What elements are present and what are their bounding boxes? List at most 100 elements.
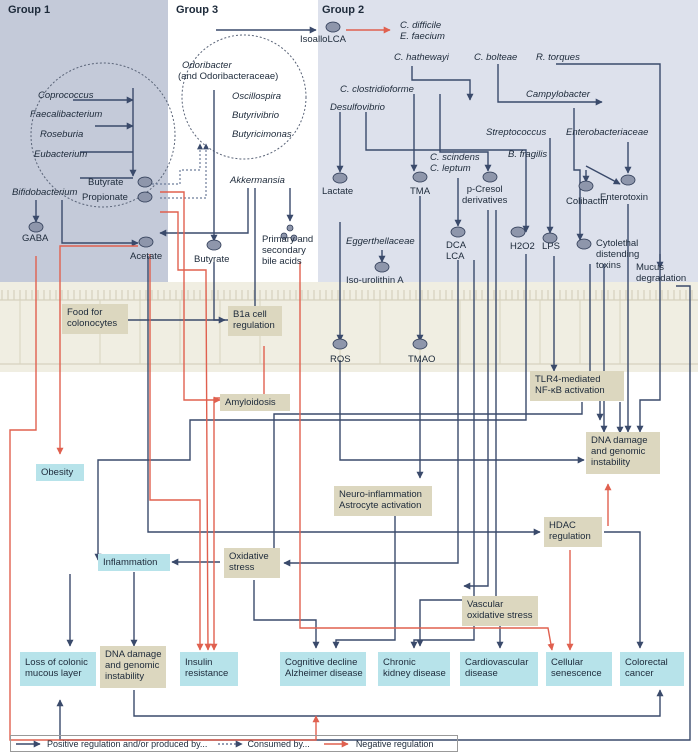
node-lps [542,232,558,244]
group2-label: Group 2 [322,4,365,16]
arrow-akk-acetate [159,188,249,237]
metabolite-butyrate-g1: Butyrate [88,177,124,188]
legend-positive: Positive regulation and/or produced by..… [47,738,208,749]
box-dna-damage-right: DNA damage and genomic instability [586,432,660,474]
taxon-odoribacteraceae: (and Odoribacteraceae) [178,71,279,82]
arrow-mucus-loss [56,285,691,741]
box-dna-damage: DNA damage and genomic instability [100,646,166,688]
arrow-bfragilis-entero [585,165,621,185]
box-chronic-kidney: Chronic kidney disease [378,652,450,686]
taxon-odoribacter: Odoribacter [182,60,232,71]
node-butyrate-g3 [206,239,222,251]
arrow-pcresol-ckd [416,210,497,647]
arrow-acetate-obesity [56,245,138,455]
metabolite-h2o2: H2O2 [510,241,535,252]
group1-background [0,0,168,292]
legend-negative: Negative regulation [355,738,434,749]
box-amyloidosis: Amyloidosis [220,394,290,411]
arrow-chathewayi [411,66,474,101]
taxon-enterobacteriaceae: Enterobacteriaceae [566,127,649,138]
taxon-e-faecium: E. faecium [400,31,445,42]
arrow-dca-ox [283,260,459,567]
taxon-c-bolteae: C. bolteae [474,52,518,63]
taxon-butyrivibrio: Butyrivibrio [232,110,279,121]
metabolite-butyrate-g3: Butyrate [194,254,230,265]
process-mucus-degradation: Mucus degradation [636,262,687,284]
negative-arrows [9,26,612,741]
metabolite-cytolethal: Cytolethal distending toxins [596,238,640,271]
metabolite-bile-acids: Primary and secondary bile acids [262,234,314,267]
group3-cluster-circle [181,34,307,160]
taxon-b-fragilis: B. fragilis [508,149,548,160]
taxon-desulfovibrio: Desulfovibrio [330,102,385,113]
taxon-coprococcus: Coprococcus [38,90,94,101]
node-propionate [137,191,153,203]
box-vascular-oxidative: Vascular oxidative stress [462,596,538,626]
metabolite-gaba: GABA [22,233,49,244]
node-colibactin [578,180,594,192]
box-loss-mucous: Loss of colonic mucous layer [20,652,96,686]
taxon-c-leptum: C. leptum [430,163,471,174]
arrow-ros-dna [339,360,585,464]
node-dca [450,226,466,238]
node-cytoleth [576,238,592,250]
arrow-acetate-hdac [147,256,541,536]
metabolite-dca-lca: DCA LCA [446,240,467,262]
arrow-bolteae [497,64,603,106]
arrow-colibactin-dna [636,254,661,433]
arrow-dca-ckd [410,260,475,649]
taxon-faecalibacterium: Faecalibacterium [30,109,103,120]
arrow-hdac-crc [604,531,644,649]
taxon-r-torques: R. torques [536,52,580,63]
node-acetate [138,236,154,248]
arrow-consumed-1 [152,143,203,185]
taxon-c-clostridioforme: C. clostridioforme [340,84,414,95]
positive-arrows [32,26,691,741]
node-iso-urolithin [374,261,390,273]
metabolite-iso-urolithin: Iso-urolithin A [346,275,404,286]
group1-label: Group 1 [8,4,51,16]
group1-cluster-circle [30,62,176,208]
metabolite-p-cresol: p-Cresol derivatives [462,184,508,206]
arrow-tlr4-neuro [270,402,583,561]
metabolite-nodes [28,21,636,350]
group2-background [318,0,698,292]
microvilli [1,290,693,300]
taxon-eubacterium: Eubacterium [34,149,88,160]
metabolite-lps: LPS [542,241,560,252]
arrow-oxid-cog [253,580,320,649]
taxon-akkermansia: Akkermansia [230,175,285,186]
metabolite-ros: ROS [330,354,351,365]
metabolite-colibactin: Colibactin [566,196,608,207]
box-neuro-inflammation: Neuro-inflammation Astrocyte activation [334,486,432,516]
taxon-c-hathewayi: C. hathewayi [394,52,449,63]
node-bile-3 [290,234,298,242]
arrow-rtorques-mucus [556,63,664,269]
arrow-gaba-loss [9,256,320,741]
taxon-butyricimonas: Butyricimonas [232,129,292,140]
node-tma [412,171,428,183]
metabolite-propionate: Propionate [82,192,128,203]
legend: Positive regulation and/or produced by..… [10,735,458,752]
arrow-dna-bottom [133,689,664,717]
box-food-colonocytes: Food for colonocytes [62,304,128,334]
metabolite-enterotoxin: Enterotoxin [600,192,649,203]
arrow-desulfo-h2s [365,112,530,233]
box-oxidative-stress: Oxidative stress [224,548,280,578]
arrow-cclostridio-pcresol [439,94,492,172]
metabolite-tma: TMA [410,186,431,197]
taxon-roseburia: Roseburia [40,129,84,140]
metabolite-isoallolca: IsoalloLCA [300,34,346,45]
node-pcresol [482,171,498,183]
arrow-h2o2-loop [94,254,527,561]
node-isoallolca [325,21,341,33]
node-butyrate-g1 [137,176,153,188]
box-insulin-resistance: Insulin resistance [180,652,238,686]
box-colorectal-cancer: Colorectal cancer [620,652,684,686]
box-cellular-senescence: Cellular senescence [546,652,612,686]
taxon-oscillospira: Oscillospira [232,91,282,102]
legend-consumed: Consumed by... [247,738,310,749]
node-bile-1 [286,224,294,232]
node-bile-2 [280,232,288,240]
